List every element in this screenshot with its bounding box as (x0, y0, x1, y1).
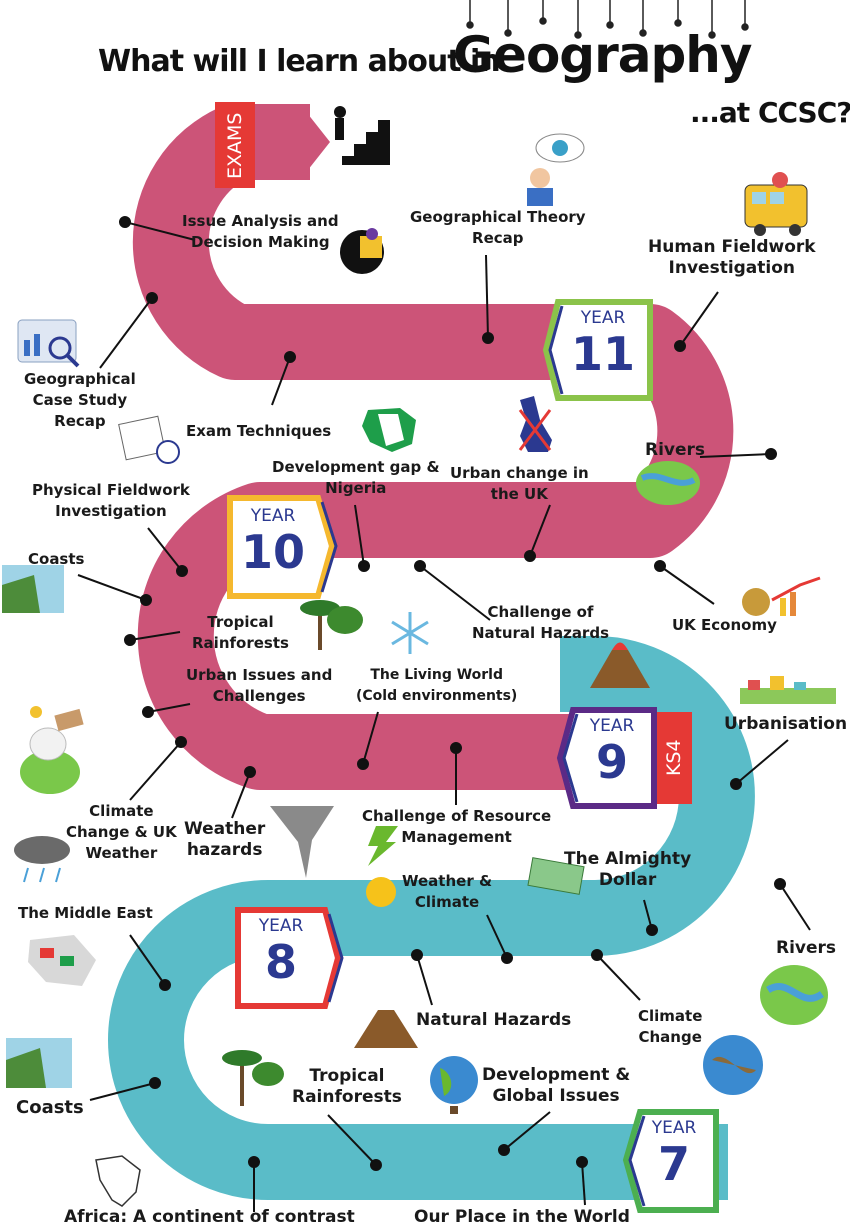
year-10-number: 10 (240, 525, 305, 579)
ks3-road (108, 636, 755, 1200)
palm-trees-icon (222, 1050, 284, 1106)
newspaper-clock-icon (118, 415, 180, 464)
year-10-word: YEAR (250, 506, 296, 526)
topic-development-global-issues: Development &Global Issues (482, 1065, 631, 1106)
road-arrow-tip (300, 104, 330, 180)
town-icon (740, 676, 836, 704)
earth-pollution-icon (703, 1035, 763, 1095)
snowflake-icon (391, 612, 429, 654)
ks4-tag-bg (656, 712, 692, 804)
topic-middle-east: The Middle East (18, 904, 153, 922)
stairs-icon (330, 106, 390, 165)
title-line2: ...at CCSC? (690, 96, 850, 129)
topic-exam-techniques: Exam Techniques (186, 422, 332, 440)
topic-uk-economy: UK Economy (672, 616, 777, 634)
topic-connectors (77, 216, 811, 1212)
ks4-road (132, 104, 734, 790)
topic-rivers-y8: Rivers (776, 938, 837, 958)
money-chart-icon (742, 576, 821, 616)
globe-icon (430, 1056, 478, 1114)
year-7-number: 7 (657, 1137, 690, 1191)
year-7-word: YEAR (651, 1118, 697, 1138)
year-9-badge: YEAR 9 (574, 716, 650, 788)
year-8-badge-shape (235, 907, 344, 1009)
coast-icon (6, 1038, 72, 1088)
coast-icon (2, 565, 64, 613)
year-11-number: 11 (570, 327, 635, 381)
year-10-badge-shape (227, 495, 338, 599)
volcano-icon (590, 642, 650, 688)
thinker-icon (527, 133, 585, 206)
ks4-tag: KS4 (663, 739, 685, 777)
polar-bear-icon (20, 706, 84, 794)
year-8-badge: YEAR 8 (240, 916, 322, 988)
bus-icon (744, 172, 808, 236)
topic-coasts-y7: Coasts (16, 1097, 84, 1118)
exams-tag-bg (215, 102, 255, 188)
rain-cloud-icon (14, 836, 70, 883)
river-icon (636, 461, 700, 505)
topic-our-place-in-the-world: Our Place in the World (414, 1207, 630, 1227)
year-9-badge-shape (556, 707, 657, 809)
year-7-badge-shape (622, 1109, 719, 1213)
topic-living-world: The Living World(Cold environments) (356, 667, 518, 704)
report-icon (17, 319, 80, 368)
title-line1-geography: Geography (453, 26, 752, 84)
year-10-badge: YEAR 10 (232, 506, 314, 578)
year-11-badge-shape (542, 299, 653, 401)
year-11-word: YEAR (580, 308, 626, 328)
exams-tag: EXAMS (224, 112, 246, 180)
middle-east-flags-icon (28, 935, 96, 986)
title-line1-part1: What will I learn about in (98, 44, 501, 79)
sun-icon (366, 877, 396, 907)
lightning-icon (368, 826, 398, 866)
topic-rivers-y11: Rivers (645, 440, 706, 460)
topic-weather-climate: Weather &Climate (402, 872, 493, 911)
dollar-bill-icon (527, 857, 585, 895)
topic-natural-hazards-y8: Natural Hazards (416, 1010, 572, 1030)
topic-africa: Africa: A continent of contrast (64, 1207, 355, 1227)
year-8-number: 8 (264, 935, 297, 989)
africa-outline-icon (95, 1155, 141, 1207)
year-11-badge: YEAR 11 (560, 308, 646, 380)
puzzle-head-icon (340, 228, 384, 274)
year-8-word: YEAR (258, 916, 304, 936)
string-lights-decoration (466, 0, 749, 39)
palm-trees-icon (300, 600, 363, 650)
year-9-word: YEAR (589, 716, 635, 736)
nigeria-map-icon (362, 408, 416, 452)
year-9-number: 9 (595, 735, 628, 789)
river-icon (760, 965, 828, 1025)
year-7-badge: YEAR 7 (636, 1118, 712, 1190)
topic-development-gap: Development gap &Nigeria (272, 458, 440, 497)
topic-urbanisation: Urbanisation (724, 714, 848, 734)
tornado-icon (270, 806, 334, 878)
volcano-icon (354, 1010, 418, 1048)
topic-coasts-y10: Coasts (28, 550, 85, 568)
uk-flag-map-icon (518, 396, 552, 452)
